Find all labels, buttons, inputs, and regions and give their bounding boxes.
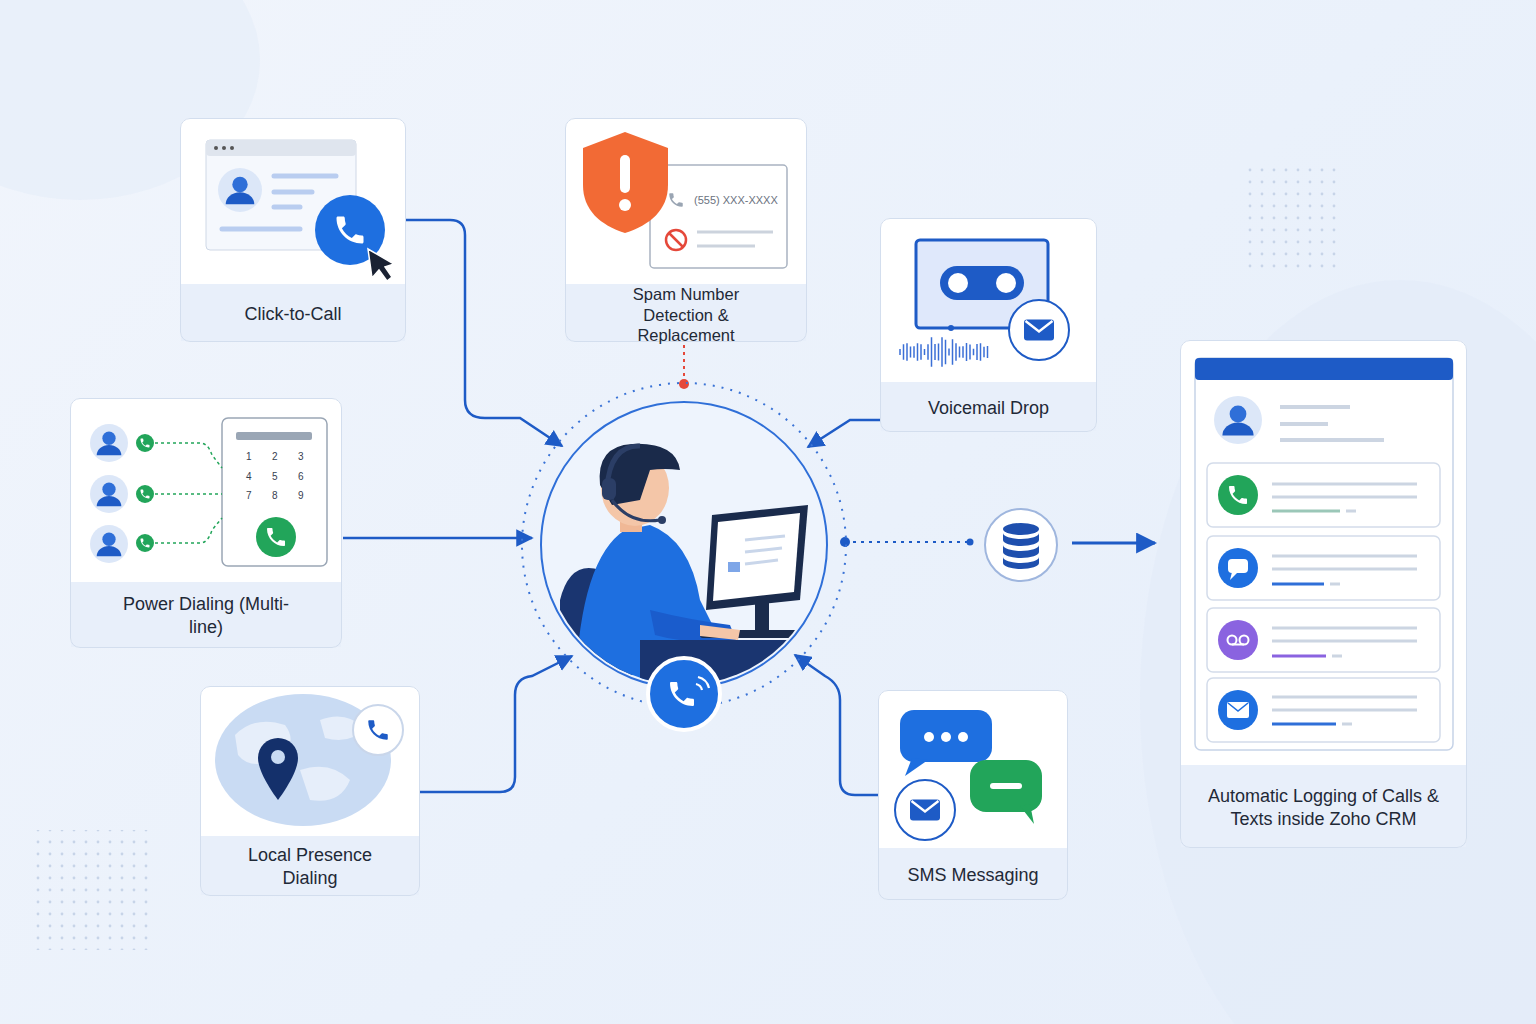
- card-label-band: SMS Messaging: [879, 849, 1067, 901]
- keypad-digit: 8: [272, 491, 278, 501]
- flow-arrows: [343, 220, 1155, 795]
- feature-card: SMS Messaging: [878, 690, 1068, 900]
- phone-number: (555) XXX-XXXX: [694, 195, 778, 206]
- card-label: Voicemail Drop: [920, 397, 1057, 420]
- keypad-digit: 3: [298, 452, 304, 462]
- feature-card: Automatic Logging of Calls & Texts insid…: [1180, 340, 1467, 848]
- keypad-digit: 5: [272, 472, 278, 482]
- waveform: [900, 337, 988, 367]
- agent-illustration: [540, 400, 840, 700]
- keypad-digit: 4: [246, 472, 252, 482]
- card-label-band: Power Dialing (Multi-line): [71, 583, 341, 649]
- keypad-digit: 7: [246, 491, 252, 501]
- card-label: Automatic Logging of Calls & Texts insid…: [1191, 785, 1457, 831]
- feature-card: Power Dialing (Multi-line): [70, 398, 342, 648]
- card-label: SMS Messaging: [899, 864, 1046, 887]
- keypad-digit: 1: [246, 452, 252, 462]
- card-label: Local Presence Dialing: [227, 844, 393, 890]
- card-label-band: Spam Number Detection & Replacement: [566, 285, 806, 345]
- feature-card: Local Presence Dialing: [200, 686, 420, 896]
- feature-card: Click-to-Call: [180, 118, 406, 342]
- card-label-band: Local Presence Dialing: [201, 837, 419, 897]
- card-grounds: [70, 118, 1467, 900]
- feature-card: Spam Number Detection & Replacement: [565, 118, 807, 342]
- keypad-digit: 6: [298, 472, 304, 482]
- card-label: Click-to-Call: [236, 303, 349, 326]
- card-label-band: Automatic Logging of Calls & Texts insid…: [1181, 766, 1466, 849]
- card-label-band: Voicemail Drop: [881, 383, 1096, 433]
- keypad-digit: 9: [298, 491, 304, 501]
- card-label: Power Dialing (Multi-line): [108, 593, 304, 639]
- card-label: Spam Number Detection & Replacement: [598, 284, 774, 346]
- card-label-band: Click-to-Call: [181, 285, 405, 343]
- keypad-digit: 2: [272, 452, 278, 462]
- feature-card: Voicemail Drop: [880, 218, 1097, 432]
